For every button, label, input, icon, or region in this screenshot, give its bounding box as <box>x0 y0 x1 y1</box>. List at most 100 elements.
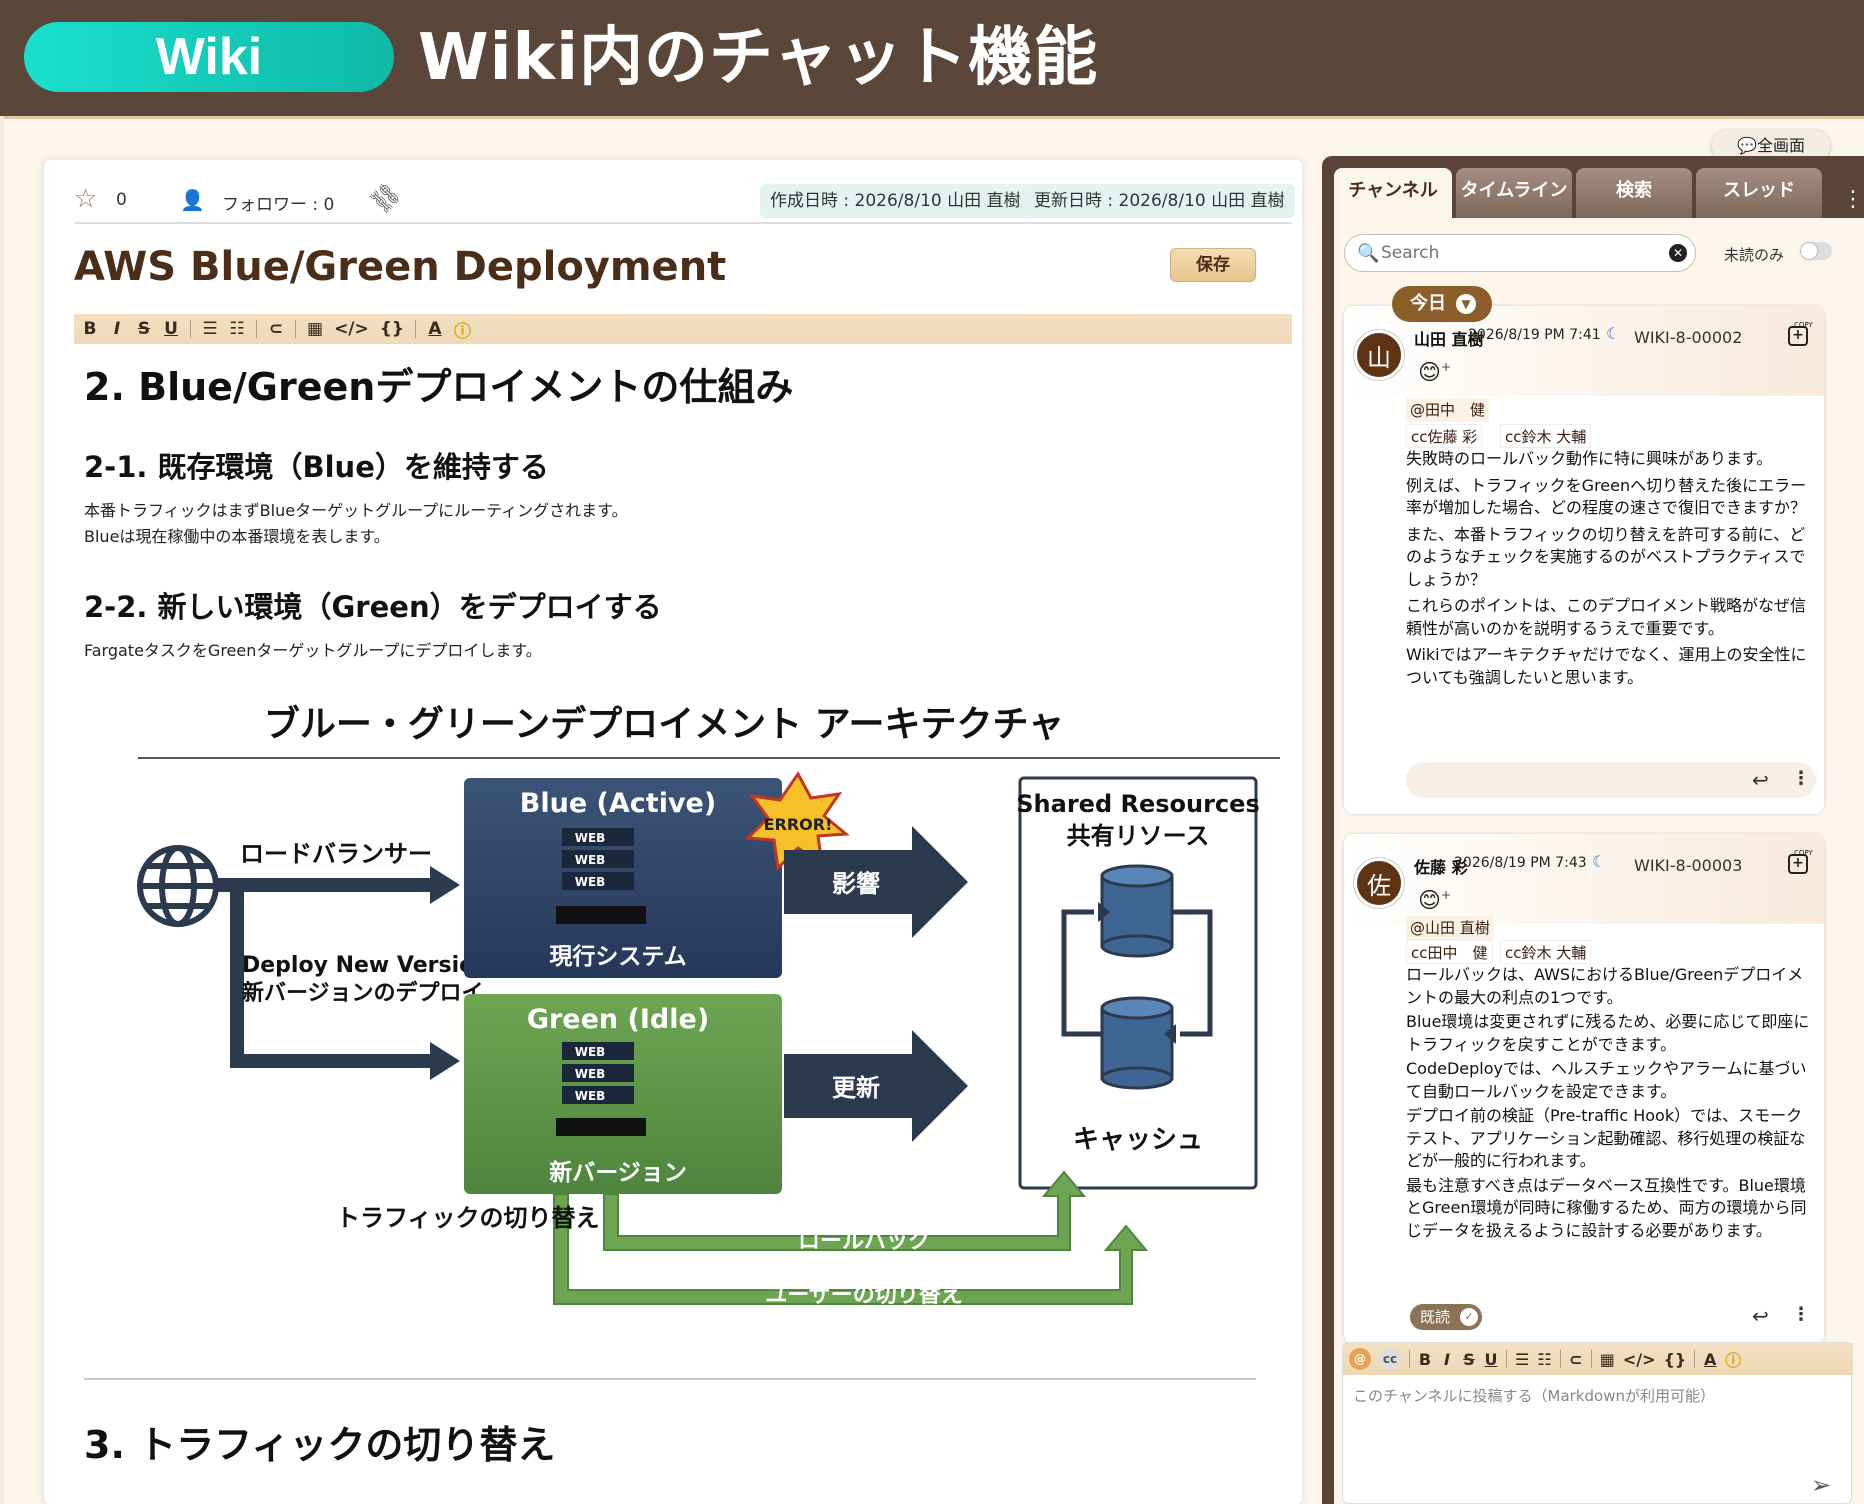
blue-web-stack <box>556 828 646 924</box>
copy-icon[interactable]: COPY+ <box>1788 849 1813 874</box>
search-input[interactable] <box>1381 241 1651 265</box>
rollback-label: ロールバック <box>798 1229 930 1254</box>
forward-icon[interactable]: ↩ <box>1752 1304 1769 1328</box>
cc-icon[interactable]: cc <box>1379 1348 1401 1370</box>
toolbar-divider <box>1559 1350 1561 1368</box>
web-label: WEB <box>575 853 606 867</box>
more-vertical-icon[interactable]: ⋮ <box>1842 187 1864 212</box>
info-icon[interactable]: ⓘ <box>453 321 471 342</box>
mention-cc[interactable]: cc鈴木 大輔 <box>1500 940 1592 964</box>
font-color-icon[interactable]: A <box>428 319 442 339</box>
message-footer: ↩ ⋮ <box>1406 762 1816 798</box>
paragraph-blue-2: Blueは現在稼働中の本番環境を表します。 <box>84 527 390 546</box>
message-composer: @ cc B I S U ☰ ☷ ⊂ ▦ </> {} A ⓘ このチャンネ <box>1342 1342 1853 1504</box>
save-button[interactable]: 保存 <box>1170 248 1256 282</box>
copy-icon[interactable]: COPY+ <box>1788 321 1813 346</box>
impact-arrow <box>784 826 968 938</box>
clear-icon[interactable]: ✕ <box>1669 244 1687 262</box>
ordered-list-icon[interactable]: ☰ <box>1515 1349 1530 1369</box>
star-icon[interactable]: ☆ <box>74 184 98 214</box>
message-time: 2026/8/19 PM 7:43 <box>1454 855 1587 871</box>
section-divider <box>84 1378 1256 1380</box>
doc-meta-row: ☆ 0 👤 フォロワー : 0 ⛓ 作成日時 : 2026/8/10 山田 直樹… <box>74 177 1295 220</box>
mention-to[interactable]: @山田 直樹 <box>1406 916 1494 940</box>
font-color-icon[interactable]: A <box>1704 1349 1717 1369</box>
message-author[interactable]: 山田 直樹 <box>1414 330 1484 349</box>
add-reaction-icon[interactable]: 😊+ <box>1418 888 1451 914</box>
cache-label: キャッシュ <box>1073 1125 1203 1155</box>
read-badge[interactable]: 既読✓ <box>1410 1304 1482 1330</box>
created-chip: 作成日時 : 2026/8/10 山田 直樹 <box>760 184 1031 218</box>
attach-icon[interactable]: ⊂ <box>268 319 284 339</box>
info-icon[interactable]: ⓘ <box>1725 1351 1742 1370</box>
section-heading-3: 3. トラフィックの切り替え <box>84 1423 556 1467</box>
web-label: WEB <box>575 1089 606 1103</box>
strike-button[interactable]: S <box>1463 1349 1475 1369</box>
toolbar-divider <box>295 320 296 338</box>
date-chip[interactable]: 今日▼ <box>1392 286 1492 322</box>
message-id: WIKI-8-00002 <box>1634 328 1743 347</box>
mention-cc[interactable]: cc田中 健 <box>1406 940 1493 964</box>
forward-icon[interactable]: ↩ <box>1752 768 1769 792</box>
error-label: ERROR! <box>764 815 833 834</box>
tab-search[interactable]: 検索 <box>1576 168 1692 218</box>
sync-arrowhead <box>1164 1024 1176 1044</box>
chat-message: 山 山田 直樹 2026/8/19 PM 7:41 ☾ WIKI-8-00002… <box>1344 306 1824 814</box>
add-reaction-icon[interactable]: 😊+ <box>1418 360 1451 386</box>
message-author[interactable]: 佐藤 彩 <box>1414 858 1468 877</box>
avatar[interactable]: 山 <box>1354 330 1404 380</box>
underline-button[interactable]: U <box>164 319 178 339</box>
message-header <box>1344 834 1824 924</box>
divider <box>74 222 1292 224</box>
composer-input[interactable]: このチャンネルに投稿する（Markdownが利用可能） <box>1353 1387 1716 1405</box>
globe-icon <box>137 845 219 927</box>
message-body: ロールバックは、AWSにおけるBlue/Greenデプロイメントの最大の利点の1… <box>1406 964 1816 1242</box>
italic-button[interactable]: I <box>113 319 121 339</box>
tab-thread[interactable]: スレッド <box>1696 168 1822 218</box>
message-line: また、本番トラフィックの切り替えを許可する前に、どのようなチェックを実施するのが… <box>1406 524 1806 589</box>
more-vertical-icon[interactable]: ⋮ <box>1792 768 1810 789</box>
more-vertical-icon[interactable]: ⋮ <box>1792 1304 1810 1325</box>
bold-button[interactable]: B <box>1418 1349 1432 1369</box>
error-burst-icon <box>744 771 850 872</box>
web-label: WEB <box>575 1067 606 1081</box>
toolbar-divider <box>414 320 416 338</box>
tab-timeline[interactable]: タイムライン <box>1456 168 1572 218</box>
unread-only-toggle[interactable] <box>1800 242 1832 260</box>
bullet-list-icon[interactable]: ☷ <box>229 319 245 339</box>
message-line: Wikiではアーキテクチャだけでなく、運用上の安全性についても強調したいと思いま… <box>1406 645 1807 687</box>
avatar[interactable]: 佐 <box>1354 858 1404 908</box>
search-box: 🔍 ✕ <box>1344 234 1696 272</box>
ordered-list-icon[interactable]: ☰ <box>202 319 218 339</box>
send-icon[interactable]: ➢ <box>1811 1471 1832 1499</box>
search-icon: 🔍 <box>1357 243 1380 264</box>
chat-bubble-icon: 💬 <box>1737 136 1757 155</box>
shared-title-jp: 共有リソース <box>1067 822 1210 850</box>
bullet-list-icon[interactable]: ☷ <box>1537 1349 1552 1369</box>
toolbar-divider <box>1590 1350 1592 1368</box>
composer-toolbar: @ cc B I S U ☰ ☷ ⊂ ▦ </> {} A ⓘ <box>1343 1343 1853 1375</box>
underline-button[interactable]: U <box>1484 1349 1498 1369</box>
braces-icon[interactable]: {} <box>1663 1349 1687 1369</box>
mention-cc[interactable]: cc佐藤 彩 <box>1406 424 1483 448</box>
code-icon[interactable]: </> <box>1622 1349 1656 1369</box>
traffic-switch-arrows <box>553 1170 1149 1305</box>
mention-to[interactable]: @田中 健 <box>1406 398 1490 422</box>
updated-chip: 更新日時 : 2026/8/10 山田 直樹 <box>1024 184 1295 218</box>
strike-button[interactable]: S <box>137 319 151 339</box>
update-arrow <box>784 1030 968 1142</box>
follow-user-icon[interactable]: 👤 <box>180 188 205 212</box>
bold-button[interactable]: B <box>83 319 97 339</box>
tab-channel[interactable]: チャンネル <box>1334 168 1452 218</box>
code-icon[interactable]: </> <box>334 319 369 339</box>
check-icon: ✓ <box>1460 1308 1478 1326</box>
attach-icon[interactable]: ⊂ <box>1568 1349 1583 1369</box>
braces-icon[interactable]: {} <box>379 319 404 339</box>
mention-icon[interactable]: @ <box>1349 1348 1371 1370</box>
mention-cc[interactable]: cc鈴木 大輔 <box>1500 424 1592 448</box>
link-icon[interactable]: ⛓ <box>364 177 406 219</box>
message-time: 2026/8/19 PM 7:41 <box>1468 327 1601 343</box>
italic-button[interactable]: I <box>1444 1349 1450 1369</box>
table-icon[interactable]: ▦ <box>307 319 324 339</box>
table-icon[interactable]: ▦ <box>1599 1349 1615 1369</box>
